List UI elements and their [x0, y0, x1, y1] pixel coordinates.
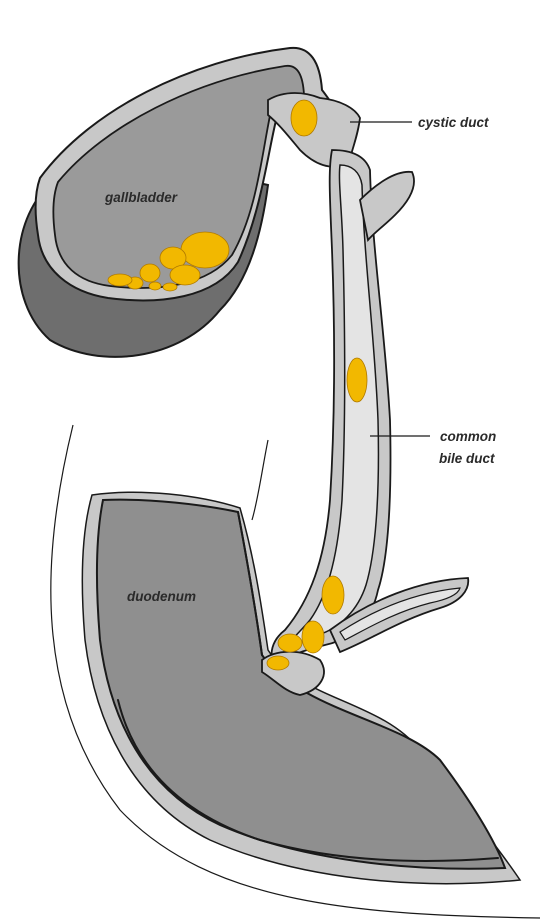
gallstone: [302, 621, 324, 653]
gallstone: [170, 265, 200, 285]
gallstone: [278, 634, 302, 652]
common-bile-duct-label-line1: common: [440, 429, 496, 444]
inner-body-arc: [252, 440, 268, 520]
duodenum-label: duodenum: [127, 589, 196, 604]
gallstone: [322, 576, 344, 614]
gallstone: [149, 282, 161, 290]
gallstone: [108, 274, 132, 286]
common-bile-duct-label-line2: bile duct: [439, 451, 495, 466]
gallstone: [267, 656, 289, 670]
gallstone: [140, 264, 160, 282]
gallbladder-label: gallbladder: [104, 190, 178, 205]
gallstone: [347, 358, 367, 402]
cystic-duct-label: cystic duct: [418, 115, 489, 130]
gallstone: [181, 232, 229, 268]
gallstone: [291, 100, 317, 136]
gallstone: [163, 283, 177, 291]
